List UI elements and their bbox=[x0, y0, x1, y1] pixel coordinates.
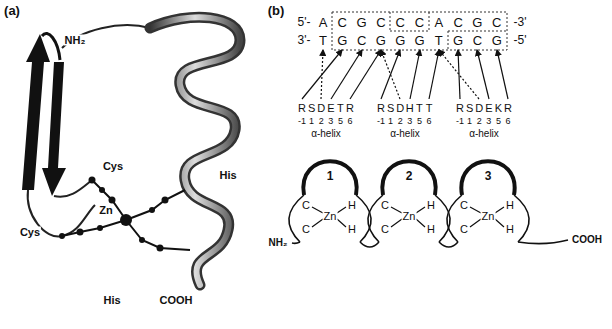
residue-letter: R bbox=[345, 103, 355, 114]
residue-letter: K bbox=[494, 103, 503, 114]
base-letter: G bbox=[336, 34, 348, 47]
terminus-label: NH₂ bbox=[268, 238, 289, 248]
residue-label: Cys bbox=[19, 227, 41, 238]
residue-letter: S bbox=[465, 103, 474, 114]
helix-label: α-helix bbox=[310, 129, 342, 139]
base-letter: G bbox=[356, 16, 368, 29]
base-letter: T bbox=[318, 34, 328, 47]
his-symbol: H bbox=[426, 200, 436, 211]
position-number: -1 bbox=[297, 117, 307, 126]
position-number: 1 bbox=[387, 117, 394, 126]
base-letter: C bbox=[375, 16, 386, 29]
cys-symbol: C bbox=[380, 200, 390, 211]
residue-letter: R bbox=[455, 103, 465, 114]
position-number: 6 bbox=[346, 117, 353, 126]
base-letter: C bbox=[491, 16, 502, 29]
helix-label: α-helix bbox=[389, 129, 421, 139]
residue-letter: D bbox=[474, 103, 484, 114]
position-number: 6 bbox=[504, 117, 511, 126]
residue-letter: R bbox=[503, 103, 513, 114]
position-number: -1 bbox=[376, 117, 386, 126]
position-number: 3 bbox=[327, 117, 334, 126]
terminus-label: NH₂ bbox=[64, 35, 87, 46]
helix-label: α-helix bbox=[468, 129, 500, 139]
residue-label: Cys bbox=[102, 161, 124, 172]
base-letter: G bbox=[413, 34, 425, 47]
position-number: 6 bbox=[425, 117, 432, 126]
base-letter: A bbox=[433, 16, 444, 29]
residue-letter: R bbox=[297, 103, 307, 114]
position-number: 1 bbox=[466, 117, 473, 126]
base-letter: G bbox=[452, 34, 464, 47]
cys-symbol: C bbox=[459, 224, 469, 235]
position-number: 5 bbox=[337, 117, 344, 126]
cys-symbol: C bbox=[380, 224, 390, 235]
base-letter: C bbox=[356, 34, 367, 47]
cys-symbol: C bbox=[459, 200, 469, 211]
base-letter: T bbox=[434, 34, 444, 47]
triplet-boxes bbox=[332, 12, 507, 50]
base-letter: G bbox=[394, 34, 406, 47]
zinc-symbol: Zn bbox=[323, 211, 338, 222]
his-symbol: H bbox=[347, 224, 357, 235]
panel-label: (a) bbox=[3, 4, 21, 17]
position-number: 5 bbox=[416, 117, 423, 126]
panel-label: (b) bbox=[267, 4, 286, 17]
finger-number: 3 bbox=[484, 170, 493, 182]
residue-letter: E bbox=[326, 103, 335, 114]
residue-letter: T bbox=[415, 103, 424, 114]
finger-number: 2 bbox=[405, 170, 414, 182]
base-letter: G bbox=[491, 34, 503, 47]
base-letter: C bbox=[472, 34, 483, 47]
position-number: 3 bbox=[406, 117, 413, 126]
atom-label: Zn bbox=[98, 205, 113, 216]
zinc-symbol: Zn bbox=[402, 211, 417, 222]
strand-end: -5' bbox=[513, 34, 528, 46]
residue-letter: T bbox=[425, 103, 434, 114]
position-number: 2 bbox=[397, 117, 404, 126]
base-letter: G bbox=[471, 16, 483, 29]
base-letter: C bbox=[394, 16, 405, 29]
residue-letter: D bbox=[395, 103, 405, 114]
base-letter: A bbox=[318, 16, 329, 29]
position-number: 5 bbox=[495, 117, 502, 126]
his-symbol: H bbox=[426, 224, 436, 235]
his-symbol: H bbox=[347, 200, 357, 211]
strand-end: 3'- bbox=[297, 34, 312, 46]
position-number: 1 bbox=[308, 117, 315, 126]
cys-symbol: C bbox=[301, 200, 311, 211]
residue-letter: D bbox=[316, 103, 326, 114]
base-letter: C bbox=[452, 16, 463, 29]
position-number: 2 bbox=[318, 117, 325, 126]
residue-letter: S bbox=[386, 103, 395, 114]
cys-symbol: C bbox=[301, 224, 311, 235]
residue-label: His bbox=[102, 295, 121, 306]
position-number: -1 bbox=[455, 117, 465, 126]
finger-schematic bbox=[289, 161, 568, 247]
residue-letter: R bbox=[376, 103, 386, 114]
his-symbol: H bbox=[505, 224, 515, 235]
residue-label: His bbox=[218, 170, 237, 181]
contact-arrows bbox=[302, 50, 508, 99]
position-number: 2 bbox=[476, 117, 483, 126]
residue-letter: T bbox=[336, 103, 345, 114]
strand-end: -3' bbox=[513, 16, 528, 28]
base-letter: C bbox=[414, 16, 425, 29]
base-letter: G bbox=[375, 34, 387, 47]
zinc-symbol: Zn bbox=[481, 211, 496, 222]
strand-end: 5'- bbox=[297, 16, 312, 28]
terminus-label: COOH bbox=[159, 295, 194, 306]
ribbon-model bbox=[22, 17, 240, 285]
base-letter: C bbox=[337, 16, 348, 29]
finger-number: 1 bbox=[326, 170, 335, 182]
residue-letter: S bbox=[307, 103, 316, 114]
residue-letter: E bbox=[484, 103, 493, 114]
his-symbol: H bbox=[505, 200, 515, 211]
residue-letter: H bbox=[405, 103, 415, 114]
terminus-label: COOH bbox=[571, 235, 603, 245]
position-number: 3 bbox=[485, 117, 492, 126]
